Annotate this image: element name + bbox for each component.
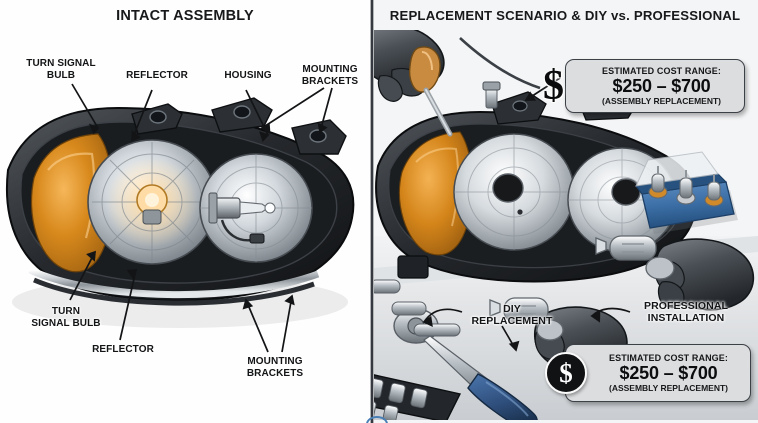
dollar-sign-circle-icon: $ [545, 352, 587, 394]
cost-sub-top: (ASSEMBLY REPLACEMENT) [601, 95, 721, 106]
callout-mounting-brackets-bottom: MOUNTING BRACKETS [246, 356, 304, 379]
callout-diy-replacement: DIY REPLACEMENT [471, 303, 553, 327]
cost-amount-bottom: $250 – $700 [619, 362, 718, 383]
dollar-sign-icon: $ [543, 63, 564, 109]
headlight-assembly-illustration [6, 97, 355, 328]
replacement-scene-illustration [374, 30, 758, 420]
panel-replacement-scenario: REPLACEMENT SCENARIO & DIY vs. PROFESSIO… [374, 0, 758, 423]
gloved-hand-bulb-right-art [595, 235, 755, 311]
cost-box-bottom: $ ESTIMATED COST RANGE: $250 – $700 (ASS… [545, 344, 751, 402]
gloved-hand-screwdriver-art [374, 30, 453, 137]
panel-intact-assembly: INTACT ASSEMBLY [0, 0, 370, 423]
callout-reflector-top: REFLECTOR [126, 70, 188, 81]
replacement-bulb-box-art [635, 151, 738, 234]
empty-bulb-socket-right [611, 178, 641, 206]
panel-divider [370, 0, 374, 423]
callout-reflector-bottom: REFLECTOR [92, 344, 154, 355]
halogen-bulb-art [208, 192, 276, 244]
cost-amount-top: $250 – $700 [612, 75, 711, 96]
socket-set-tray-art [374, 374, 462, 420]
dollar-glyph: $ [559, 357, 573, 388]
loose-screw-art [482, 81, 501, 109]
cost-box-top: $ ESTIMATED COST RANGE: $250 – $700 (ASS… [543, 59, 745, 113]
page-title-right: REPLACEMENT SCENARIO & DIY vs. PROFESSIO… [389, 8, 741, 23]
cost-label-bottom: ESTIMATED COST RANGE: [609, 352, 728, 363]
callout-turn-signal-bulb-bottom: TURN SIGNAL BULB [31, 306, 101, 329]
callout-professional-installation: PROFESSIONAL INSTALLATION [643, 300, 729, 324]
callout-turn-signal-bulb-top: TURN SIGNAL BULB [26, 58, 96, 81]
empty-bulb-socket-left [492, 173, 524, 203]
page-title-left: INTACT ASSEMBLY [116, 8, 254, 24]
callout-mounting-brackets-top: MOUNTING BRACKETS [301, 64, 359, 87]
callout-housing: HOUSING [224, 70, 272, 81]
cost-sub-bottom: (ASSEMBLY REPLACEMENT) [608, 382, 728, 393]
cost-label-top: ESTIMATED COST RANGE: [602, 65, 721, 76]
